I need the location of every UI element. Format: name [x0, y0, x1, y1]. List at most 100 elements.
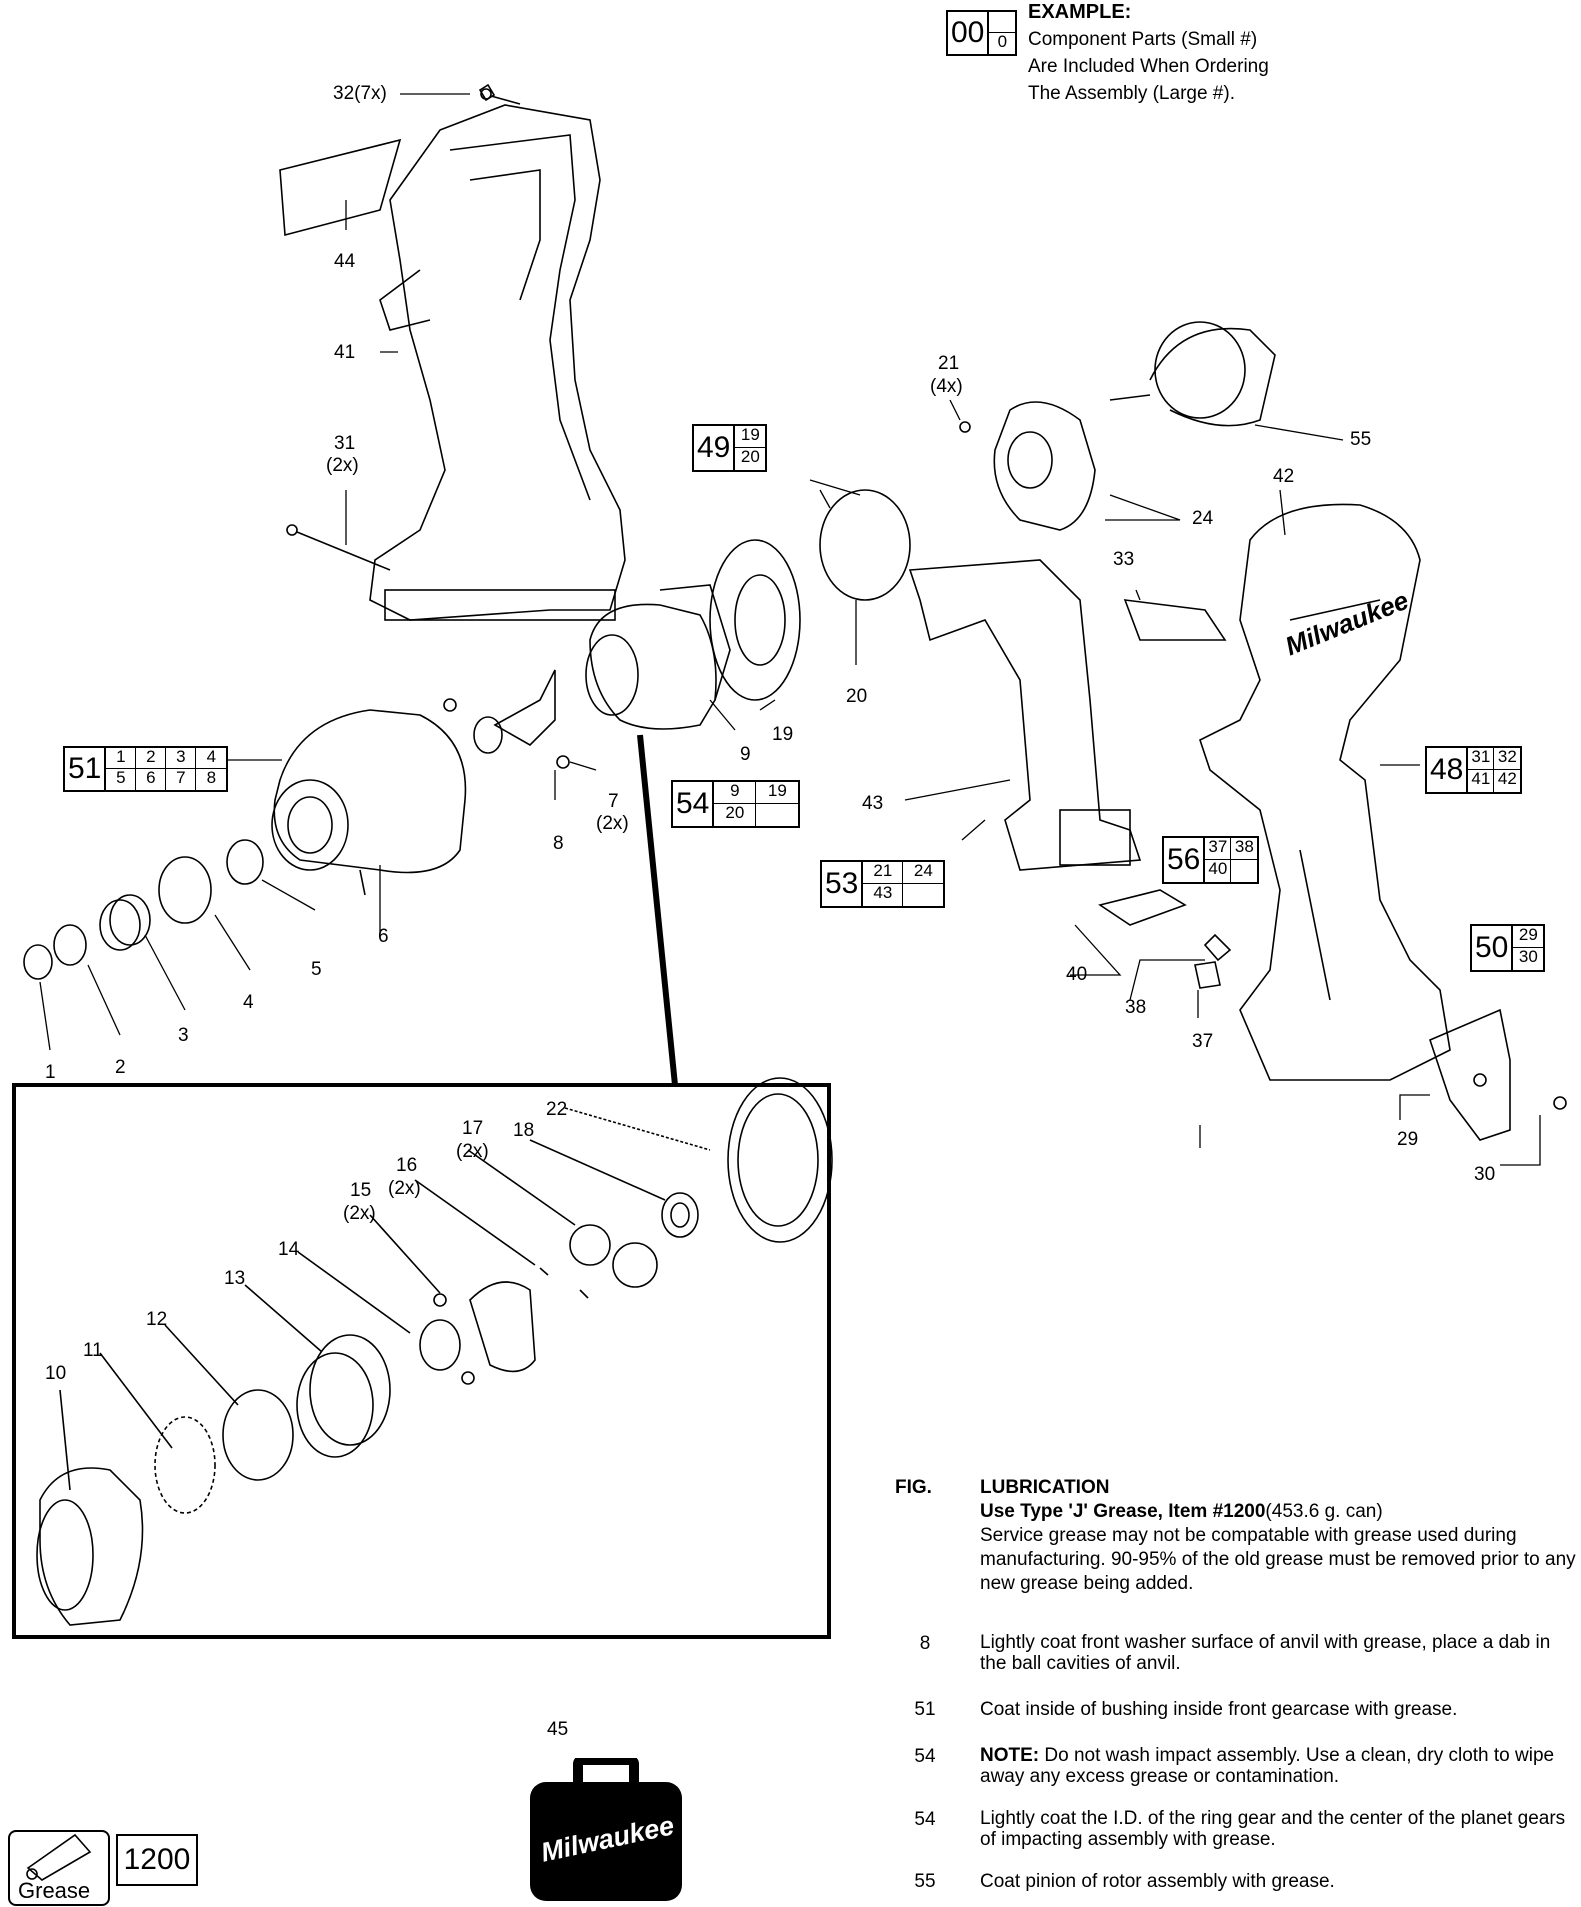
kit-56-part: 40 — [1205, 860, 1232, 882]
grease-icon-box: Grease — [8, 1830, 110, 1906]
housing-left-half — [369, 83, 626, 621]
callout-7: 7 — [608, 791, 619, 812]
washers-1-to-5 — [23, 839, 264, 980]
callout-55: 55 — [1350, 429, 1372, 450]
kit-49-number: 49 — [694, 426, 736, 470]
grease-label: Grease — [18, 1878, 91, 1903]
kit-53-part — [903, 884, 943, 906]
lubrication-text: Coat pinion of rotor assembly with greas… — [980, 1871, 1335, 1892]
callout-41: 41 — [334, 342, 356, 363]
note-text: Do not wash impact assembly. Use a clean… — [980, 1745, 1555, 1787]
screw-30 — [1553, 1096, 1567, 1110]
callout-9: 9 — [740, 744, 751, 765]
callout-17-qty: (2x) — [456, 1141, 489, 1162]
callout-21: 21 — [938, 353, 960, 374]
example-blank-cell — [989, 12, 1016, 33]
callout-37: 37 — [1192, 1031, 1214, 1052]
kit-53-part: 21 — [863, 862, 904, 884]
example-line-1: Component Parts (Small #) — [1028, 29, 1258, 50]
callout-2: 2 — [115, 1057, 126, 1078]
lubrication-intro: LUBRICATION Use Type 'J' Grease, Item #1… — [980, 1476, 1580, 1596]
screw-32 — [480, 88, 521, 105]
kit-51-part: 1 — [106, 748, 137, 769]
kit-51-part: 2 — [136, 748, 167, 769]
screw-21 — [959, 421, 971, 433]
example-small-number: 0 — [997, 32, 1008, 51]
kit-51-part: 3 — [166, 748, 197, 769]
kit-51-part: 7 — [166, 769, 197, 790]
impact-mechanism-inset — [12, 734, 833, 1639]
kit-51-part: 5 — [106, 769, 137, 790]
o-ring-20 — [819, 489, 911, 601]
part-33 — [1123, 599, 1227, 641]
part-40 — [1098, 889, 1187, 926]
callout-14: 14 — [278, 1239, 300, 1260]
callout-29: 29 — [1397, 1129, 1419, 1150]
kit-51-part: 8 — [206, 768, 217, 787]
kit-53-part: 24 — [903, 862, 944, 884]
callout-32: 32(7x) — [333, 83, 387, 104]
kit-56-part: 38 — [1231, 838, 1258, 860]
kit-50-number: 50 — [1472, 926, 1514, 970]
callout-20: 20 — [846, 686, 868, 707]
callout-5: 5 — [311, 959, 322, 980]
kit-56-part: 37 — [1205, 838, 1232, 860]
lubrication-fig: 51 — [914, 1699, 936, 1720]
kit-48: 48 31 32 41 42 — [1425, 746, 1523, 794]
callout-16: 16 — [396, 1155, 418, 1176]
lubrication-text: NOTE: Do not wash impact assembly. Use a… — [980, 1745, 1580, 1787]
callout-18: 18 — [513, 1120, 535, 1141]
kit-49-part: 19 — [735, 426, 766, 448]
lubrication-row: 54 Lightly coat the I.D. of the ring gea… — [895, 1808, 1581, 1858]
kit-48-part: 42 — [1497, 769, 1517, 788]
kit-53-number: 53 — [822, 862, 864, 906]
callout-43: 43 — [862, 793, 884, 814]
lubrication-fig: 54 — [914, 1809, 936, 1830]
lubrication-fig: 8 — [919, 1633, 931, 1654]
kit-49: 49 19 20 — [692, 424, 768, 472]
part-37 — [1194, 961, 1221, 989]
lubrication-fig: 54 — [914, 1746, 936, 1767]
lubrication-row: 54 NOTE: Do not wash impact assembly. Us… — [895, 1745, 1581, 1795]
kit-53: 53 21 24 43 — [820, 860, 946, 908]
callout-1: 1 — [45, 1062, 56, 1083]
example-box: 00 0 — [946, 10, 1018, 56]
callout-13: 13 — [224, 1268, 246, 1289]
kit-56-number: 56 — [1164, 838, 1206, 882]
callout-45: 45 — [547, 1719, 569, 1740]
kit-54-part: 20 — [714, 804, 757, 826]
callout-44: 44 — [334, 251, 356, 272]
kit-54: 54 9 19 20 — [671, 780, 801, 828]
ring-gear-19 — [709, 539, 801, 701]
callout-11: 11 — [83, 1340, 103, 1361]
lubrication-row: 8 Lightly coat front washer surface of a… — [895, 1632, 1581, 1682]
callout-17: 17 — [462, 1118, 484, 1139]
callout-30: 30 — [1474, 1164, 1496, 1185]
kit-56: 56 37 38 40 — [1162, 836, 1260, 884]
callout-40: 40 — [1066, 964, 1088, 985]
callout-19: 19 — [772, 724, 794, 745]
kit-48-part: 32 — [1494, 748, 1521, 770]
lubrication-row: 51 Coat inside of bushing inside front g… — [895, 1698, 1581, 1728]
kit-48-number: 48 — [1427, 748, 1469, 792]
callout-21-qty: (4x) — [930, 376, 963, 397]
lubrication-text: Coat inside of bushing inside front gear… — [980, 1699, 1458, 1720]
kit-54-part — [756, 804, 798, 826]
kit-51-part: 6 — [136, 769, 167, 790]
kit-54-part: 19 — [756, 782, 799, 804]
example-line-2: Are Included When Ordering — [1028, 56, 1269, 77]
kit-56-part — [1231, 860, 1257, 882]
lubrication-fig: 55 — [914, 1871, 936, 1892]
callout-4: 4 — [243, 992, 254, 1013]
lubrication-header: FIG. LUBRICATION Use Type 'J' Grease, It… — [895, 1476, 1581, 1606]
callout-15: 15 — [350, 1180, 372, 1201]
example-big-number: 00 — [948, 12, 990, 54]
stator-24 — [993, 401, 1096, 531]
kit-54-part: 9 — [714, 782, 757, 804]
kit-50-part: 29 — [1513, 926, 1544, 948]
callout-12: 12 — [146, 1309, 168, 1330]
note-label: NOTE: — [980, 1745, 1040, 1766]
carrying-case-45 — [530, 1758, 682, 1901]
kit-51: 51 1 2 3 4 5 6 7 8 — [63, 746, 229, 792]
